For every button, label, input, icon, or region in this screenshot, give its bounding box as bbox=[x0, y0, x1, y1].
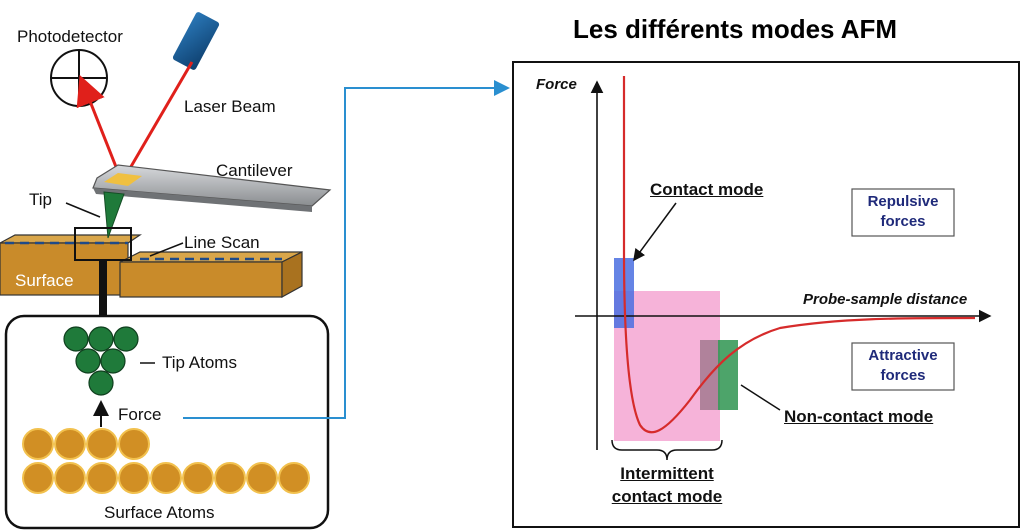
tip-atoms bbox=[63, 326, 139, 396]
attractive-label-line2: forces bbox=[880, 367, 926, 384]
repulsive-label-line2: forces bbox=[880, 213, 926, 230]
photodetector-icon bbox=[50, 49, 108, 107]
cantilever-label: Cantilever bbox=[216, 161, 293, 180]
contact-mode-label: Contact mode bbox=[650, 180, 764, 199]
attractive-label-line1: Attractive bbox=[868, 347, 938, 364]
connector-line bbox=[183, 80, 510, 419]
surface-atoms bbox=[22, 428, 310, 494]
laser-beam-incoming bbox=[120, 61, 194, 183]
page-title: Les différents modes AFM bbox=[573, 14, 898, 44]
tip-atoms-label: Tip Atoms bbox=[162, 353, 237, 372]
repulsive-box bbox=[851, 188, 955, 237]
laser-beam-label: Laser Beam bbox=[184, 97, 276, 116]
non-contact-mode-label: Non-contact mode bbox=[784, 407, 934, 426]
surface-label: Surface bbox=[15, 271, 74, 290]
photodetector-label: Photodetector bbox=[17, 27, 123, 46]
laser-source-icon bbox=[172, 12, 220, 70]
line-scan-label: Line Scan bbox=[184, 233, 260, 252]
force-curve bbox=[622, 76, 976, 434]
y-axis-label: Force bbox=[536, 76, 577, 93]
intermittent-label-line2: contact mode bbox=[611, 487, 723, 506]
cantilever bbox=[92, 164, 332, 239]
x-axis-label: Probe-sample distance bbox=[803, 291, 968, 308]
attractive-box bbox=[851, 342, 955, 391]
atoms-panel bbox=[4, 314, 330, 530]
noncontact-region bbox=[718, 340, 738, 410]
repulsive-label-line1: Repulsive bbox=[867, 193, 939, 210]
surface-atoms-label: Surface Atoms bbox=[104, 503, 215, 522]
force-label: Force bbox=[118, 405, 162, 424]
intermittent-bracket bbox=[611, 439, 723, 461]
intermittent-label-line1: Intermittent bbox=[620, 464, 714, 483]
tip-label: Tip bbox=[29, 190, 52, 209]
